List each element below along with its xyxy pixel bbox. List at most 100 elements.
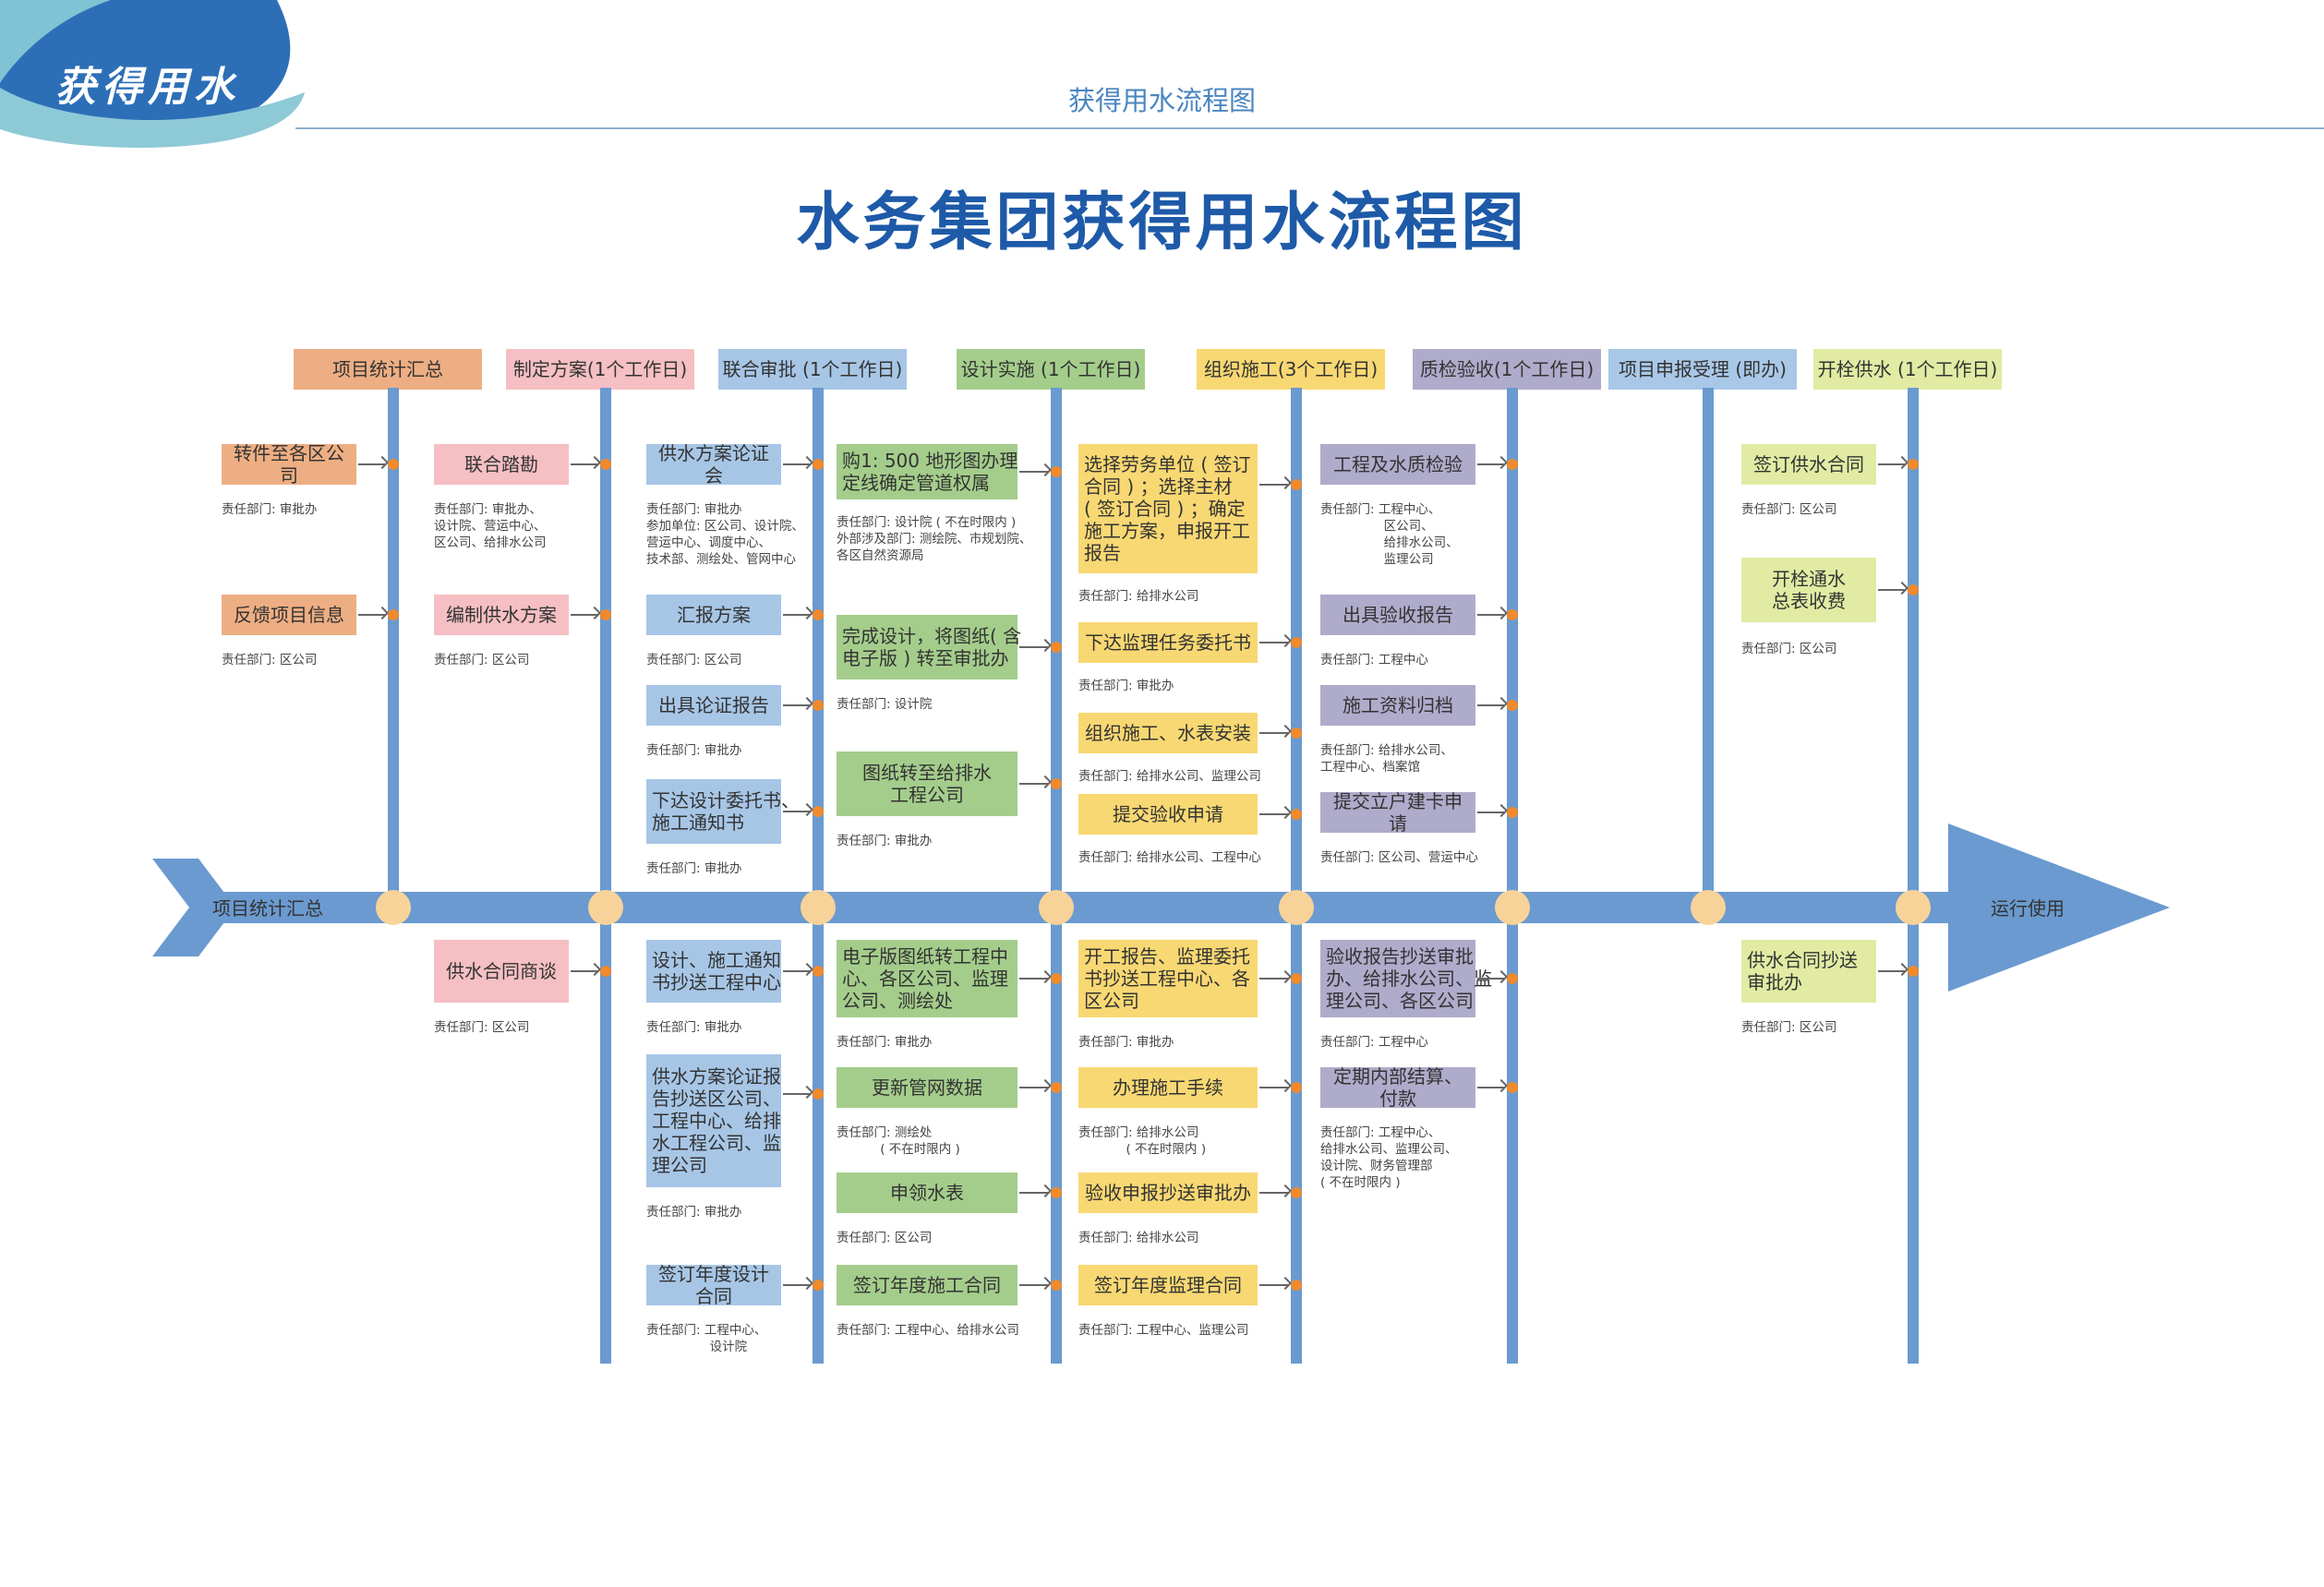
s5-task-acceptance-copy: 验收申报抄送审批办: [1078, 1172, 1258, 1213]
s4-task-construction-contract: 签订年度施工合同: [837, 1265, 1018, 1305]
connector-dot: [1291, 1187, 1302, 1198]
arrow: [1019, 978, 1049, 980]
s3-task-notify-copy: 设计、施工通知 书抄送工程中心: [646, 940, 781, 1003]
arrow: [783, 811, 811, 812]
stage-header-6: 质检验收(1个工作日): [1413, 349, 1601, 390]
s6-resp-2: 责任部门: 工程中心: [1320, 653, 1428, 667]
s4-resp-b1: 责任部门: 审批办: [837, 1035, 933, 1050]
connector-dot: [1051, 1082, 1062, 1093]
arrow: [783, 1284, 811, 1286]
s5-resp-b3: 责任部门: 给排水公司: [1078, 1231, 1199, 1245]
connector-dot: [1291, 637, 1302, 648]
s3-resp-1: 责任部门: 审批办 参加单位: 区公司、设计院、 营运中心、调度中心、 技术部、…: [646, 502, 804, 567]
stage-line-7: [1703, 388, 1714, 905]
arrow: [1878, 589, 1906, 591]
stage-line-2: [600, 388, 611, 1364]
arrow: [1019, 1192, 1049, 1194]
arrow: [1259, 1087, 1289, 1088]
connector-dot: [600, 966, 611, 977]
connector-dot: [1507, 700, 1518, 711]
arrow: [1019, 471, 1049, 473]
arrow: [1259, 813, 1289, 815]
axis-tail-arrow: [152, 859, 235, 956]
logo-wave-graphic: [0, 0, 305, 148]
s6-task-archive: 施工资料归档: [1320, 685, 1475, 726]
s3-resp-b3: 责任部门: 工程中心、 设计院: [646, 1323, 767, 1354]
s3-task-design-contract: 签订年度设计合同: [646, 1263, 781, 1307]
s6-resp-b1: 责任部门: 工程中心: [1320, 1035, 1428, 1050]
s6-resp-4: 责任部门: 区公司、营运中心: [1320, 850, 1478, 865]
s1-task-transfer: 转件至各区公司: [222, 442, 356, 487]
arrow: [783, 614, 811, 616]
header-divider: [295, 127, 2324, 129]
stage-header-5: 组织施工(3个工作日): [1197, 349, 1385, 390]
stage-node-5: [1279, 890, 1314, 925]
connector-dot: [1908, 459, 1919, 470]
header-caption: 获得用水流程图: [1067, 85, 1256, 116]
s4-task-update-network: 更新管网数据: [837, 1067, 1018, 1108]
stage-line-4: [1051, 388, 1062, 1364]
connector-dot: [1507, 1082, 1518, 1093]
connector-dot: [1051, 973, 1062, 984]
arrow: [1019, 646, 1049, 648]
s4-task-e-drawings: 电子版图纸转工程中 心、各区公司、监理 公司、测绘处: [837, 940, 1018, 1017]
arrow: [1477, 812, 1505, 813]
s8-resp-1: 责任部门: 区公司: [1741, 502, 1837, 517]
arrow: [1259, 642, 1289, 643]
stage-line-6: [1507, 388, 1518, 1364]
s2-task-survey: 联合踏勘: [434, 444, 569, 485]
arrow: [1878, 970, 1906, 972]
s6-resp-1: 责任部门: 工程中心、 区公司、 给排水公司、 监理公司: [1320, 502, 1459, 567]
arrow: [783, 463, 811, 465]
stage-line-5: [1291, 388, 1302, 1364]
s1-resp-2: 责任部门: 区公司: [222, 653, 318, 667]
s5-task-supervision-contract: 签订年度监理合同: [1078, 1265, 1258, 1305]
arrow: [1259, 732, 1289, 734]
arrow: [1878, 463, 1906, 465]
connector-dot: [813, 459, 824, 470]
connector-dot: [600, 609, 611, 620]
connector-dot: [1051, 778, 1062, 789]
stage-header-4: 设计实施 (1个工作日): [957, 349, 1145, 390]
connector-dot: [1908, 584, 1919, 595]
s6-task-report-copy: 验收报告抄送审批 办、给排水公司、监 理公司、各区公司: [1320, 940, 1492, 1017]
s4-task-drawings-transfer: 图纸转至给排水 工程公司: [837, 751, 1018, 816]
stage-node-3: [801, 890, 836, 925]
arrow: [358, 614, 386, 616]
s3-task-report: 汇报方案: [646, 595, 781, 635]
connector-dot: [1051, 466, 1062, 477]
connector-dot: [1507, 459, 1518, 470]
stage-line-1: [388, 388, 399, 905]
s2-task-plan: 编制供水方案: [434, 595, 569, 635]
s5-task-select-contractor: 选择劳务单位 ( 签订 合同 ) ；选择主材 ( 签订合同 ) ；确定 施工方案…: [1078, 444, 1258, 573]
s8-task-open-water: 开栓通水 总表收费: [1741, 558, 1876, 622]
arrow: [1259, 1192, 1289, 1194]
arrow: [1477, 1087, 1505, 1088]
s6-task-account-request: 提交立户建卡申请: [1320, 790, 1475, 835]
s4-resp-2: 责任部门: 设计院: [837, 697, 933, 712]
stage-node-6: [1495, 890, 1530, 925]
s3-task-argument-report: 出具论证报告: [646, 685, 781, 726]
connector-dot: [1291, 973, 1302, 984]
arrow: [1019, 1087, 1049, 1088]
arrow: [1477, 463, 1505, 465]
arrow: [1019, 783, 1049, 785]
stage-line-3: [813, 388, 824, 1364]
s4-resp-3: 责任部门: 审批办: [837, 834, 933, 848]
axis-end-label: 运行使用: [1991, 897, 2065, 920]
arrow: [1477, 978, 1505, 980]
s2-task-contract-talk: 供水合同商谈: [434, 940, 569, 1003]
connector-dot: [813, 806, 824, 817]
stage-header-7: 项目申报受理 (即办): [1608, 349, 1797, 390]
arrow: [571, 970, 598, 972]
arrow: [1477, 704, 1505, 706]
s4-resp-b3: 责任部门: 区公司: [837, 1231, 933, 1245]
arrow: [1477, 614, 1505, 616]
arrow: [358, 463, 386, 465]
s8-task-contract-copy: 供水合同抄送 审批办: [1741, 940, 1876, 1003]
logo-text: 获得用水: [55, 64, 240, 111]
arrow: [571, 614, 598, 616]
s5-resp-2: 责任部门: 审批办: [1078, 679, 1174, 693]
s5-resp-b4: 责任部门: 工程中心、监理公司: [1078, 1323, 1249, 1338]
axis-head-arrow: [1948, 824, 2170, 992]
